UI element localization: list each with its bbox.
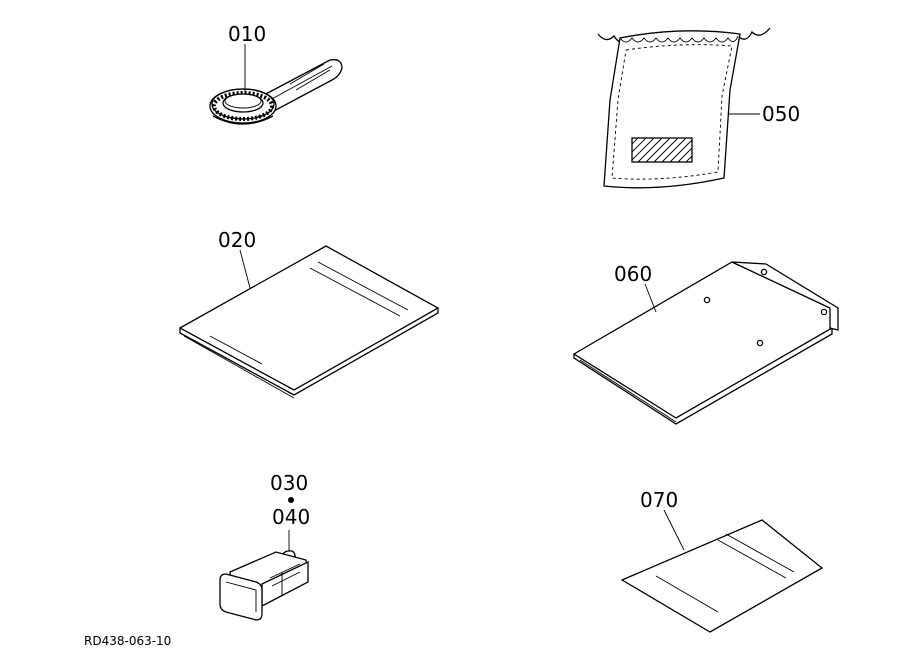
- tool-bag-icon: [597, 27, 771, 189]
- manual-icon: [178, 245, 440, 399]
- fuse-icon: [219, 550, 309, 621]
- part-label-070: 070: [640, 488, 678, 512]
- part-label-040: 040: [272, 505, 310, 529]
- part-label-010: 010: [228, 22, 266, 46]
- cover-plate-icon: [572, 261, 839, 425]
- sheet-icon: [620, 519, 824, 633]
- part-label-060: 060: [614, 262, 652, 286]
- part-label-050: 050: [762, 102, 800, 126]
- part-label-030: 030: [270, 471, 308, 495]
- reference-code: RD438-063-10: [84, 634, 171, 648]
- leader-020: [239, 249, 251, 289]
- leader-060: [644, 283, 657, 313]
- separator-dot: [288, 497, 294, 503]
- leader-070: [663, 509, 685, 551]
- wrench-icon: [209, 59, 343, 125]
- part-label-020: 020: [218, 228, 256, 252]
